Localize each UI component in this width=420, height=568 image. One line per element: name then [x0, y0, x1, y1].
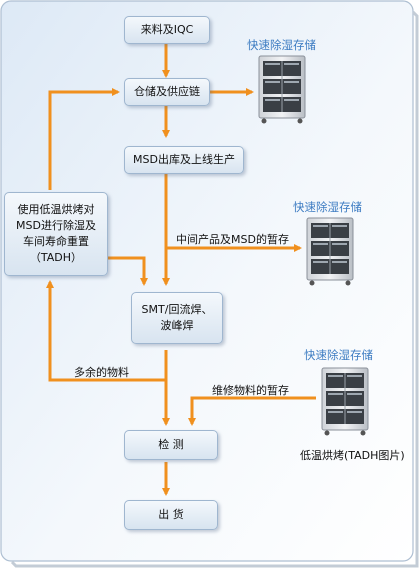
node-inspect-label: 检 测 [158, 438, 184, 451]
node-tadh-line-4: （TADH） [29, 251, 83, 264]
node-incoming-iqc: 来料及IQC [124, 16, 210, 44]
frame-shadow [10, 10, 419, 568]
dry-cabinet-middle [306, 217, 354, 286]
arrow-surplus-to-tadh [46, 280, 166, 382]
node-smt-text: SMT/回流焊、 波峰焊 [142, 302, 213, 334]
node-tadh-text: 使用低温烘烤对 MSD进行除湿及 车间寿命重置 （TADH） [16, 202, 96, 266]
storage-label-top: 快速除湿存储 [247, 38, 316, 52]
node-smt-line-2: 波峰焊 [160, 319, 194, 332]
arrow-tadh-to-smt [108, 256, 148, 286]
node-msd-out: MSD出库及上线生产 [124, 146, 244, 174]
node-inspect: 检 测 [124, 430, 218, 460]
node-tadh-line-2: MSD进行除湿及 [16, 219, 96, 232]
node-tadh: 使用低温烘烤对 MSD进行除湿及 车间寿命重置 （TADH） [4, 192, 108, 276]
node-warehouse-label: 仓储及供应链 [134, 85, 200, 98]
arrow-repair-to-inspect [188, 396, 316, 426]
arrow-tadh-to-warehouse [48, 88, 120, 190]
node-msd-out-label: MSD出库及上线生产 [133, 153, 235, 166]
edge-label-repair: 维修物料的暂存 [212, 384, 289, 397]
node-smt: SMT/回流焊、 波峰焊 [131, 292, 223, 344]
node-ship: 出 货 [124, 500, 218, 530]
storage-label-bottom: 快速除湿存储 [304, 348, 373, 362]
flow-arrows [46, 44, 316, 496]
node-smt-line-1: SMT/回流焊、 [141, 303, 213, 316]
dry-cabinet-bottom [321, 367, 369, 436]
node-tadh-line-1: 使用低温烘烤对 [17, 203, 95, 216]
node-tadh-line-3: 车间寿命重置 [22, 235, 89, 248]
storage-label-middle: 快速除湿存储 [293, 200, 362, 214]
node-warehouse: 仓储及供应链 [124, 78, 210, 106]
oven-caption: 低温烘烤(TADH图片) [300, 449, 405, 462]
dry-cabinet-top [258, 55, 306, 124]
edge-label-intermediate: 中间产品及MSD的暂存 [176, 233, 289, 246]
edge-label-surplus: 多余的物料 [74, 366, 129, 379]
node-incoming-iqc-label: 来料及IQC [140, 23, 194, 36]
diagram-frame [0, 0, 414, 562]
node-ship-label: 出 货 [158, 508, 184, 521]
